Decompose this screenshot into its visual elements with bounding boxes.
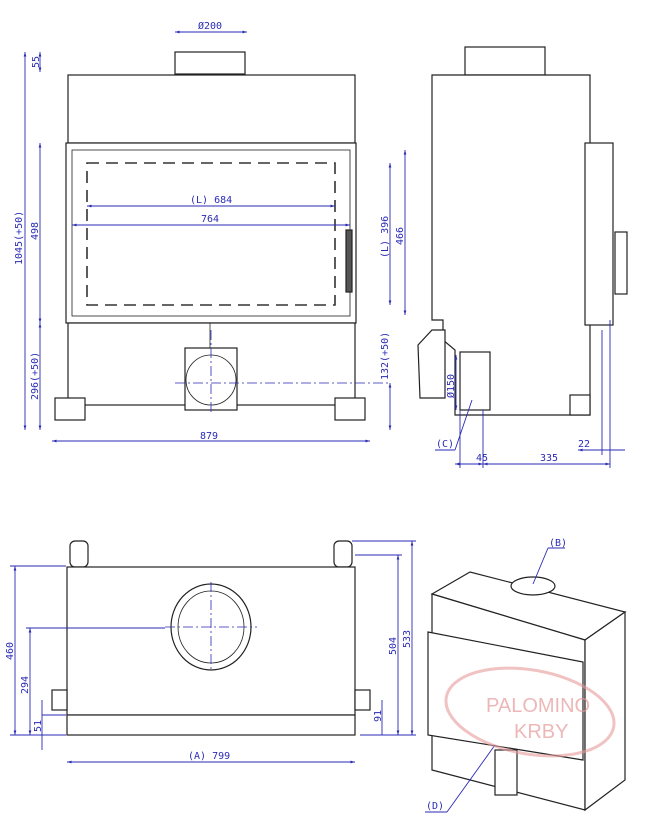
label-d: (D) xyxy=(426,801,444,812)
dim-glass-height: 466 xyxy=(395,227,406,245)
dim-side-offset: 91 xyxy=(373,710,384,722)
bracket-left xyxy=(51,689,68,711)
dim-offset-front: 45 xyxy=(476,453,488,464)
flue-collar xyxy=(174,51,246,75)
dim-outlet-height: 132(+50) xyxy=(380,332,391,380)
foot-left xyxy=(54,397,86,421)
watermark-line2: KRBY xyxy=(514,721,568,743)
foot-right xyxy=(334,397,366,421)
label-b: (B) xyxy=(549,538,567,549)
dim-depth-total: 460 xyxy=(5,642,16,660)
plan-dimensions: 460 294 51 504 533 91 (A) 799 xyxy=(5,540,416,764)
dim-inner-height: (L) 396 xyxy=(380,216,391,258)
dim-flue-center: 294 xyxy=(20,676,31,694)
top-hood xyxy=(67,74,356,144)
rear-foot xyxy=(569,394,591,416)
door-handle xyxy=(345,229,353,293)
dim-flue-height: 55 xyxy=(31,56,42,68)
rear-post-left xyxy=(69,540,89,568)
label-c: (C) xyxy=(436,439,454,450)
iso-air-inlet xyxy=(494,749,518,796)
dim-depth-533: 533 xyxy=(402,630,413,648)
dim-flue-diameter: Ø200 xyxy=(198,20,222,32)
front-leg xyxy=(417,329,446,399)
watermark-logo: PALOMINO KRBY xyxy=(444,666,616,758)
dim-offset-rear: 22 xyxy=(578,439,590,450)
iso-side xyxy=(584,610,626,812)
dim-depth: 335 xyxy=(540,453,558,464)
dim-front-offset: 51 xyxy=(33,720,44,732)
door-side xyxy=(584,142,614,326)
bracket-right xyxy=(354,689,371,711)
front-dimensions: Ø200 55 1045(+50) 498 296(+50) 879 (L) 6… xyxy=(14,20,407,443)
dim-door-height: 498 xyxy=(30,222,41,240)
watermark-line1: PALOMINO xyxy=(486,695,590,717)
firebox-outline xyxy=(86,162,336,306)
flue-collar-side xyxy=(464,46,546,76)
side-dimensions: Ø150 (C) 45 335 22 xyxy=(435,320,625,468)
plan-front xyxy=(66,714,356,736)
handle-side xyxy=(614,231,628,295)
dim-inner-width: (L) 684 xyxy=(190,195,232,206)
iso-view: (B) (D) xyxy=(425,538,627,813)
iso-flue xyxy=(510,576,556,596)
dim-total-height: 1045(+50) xyxy=(14,211,25,265)
side-view xyxy=(417,46,628,416)
air-inlet-side xyxy=(459,351,491,411)
dim-width-a: (A) 799 xyxy=(188,751,230,762)
door-frame xyxy=(65,142,357,324)
dim-air-diameter: Ø150 xyxy=(445,374,457,398)
rear-post-right xyxy=(333,540,353,568)
dim-depth-504: 504 xyxy=(388,637,399,655)
iso-door xyxy=(427,631,584,761)
dim-base-height: 296(+50) xyxy=(30,352,41,400)
dim-total-width: 879 xyxy=(200,431,218,442)
front-view xyxy=(54,51,390,421)
plan-view xyxy=(51,540,371,736)
dim-glass-width: 764 xyxy=(201,214,219,225)
